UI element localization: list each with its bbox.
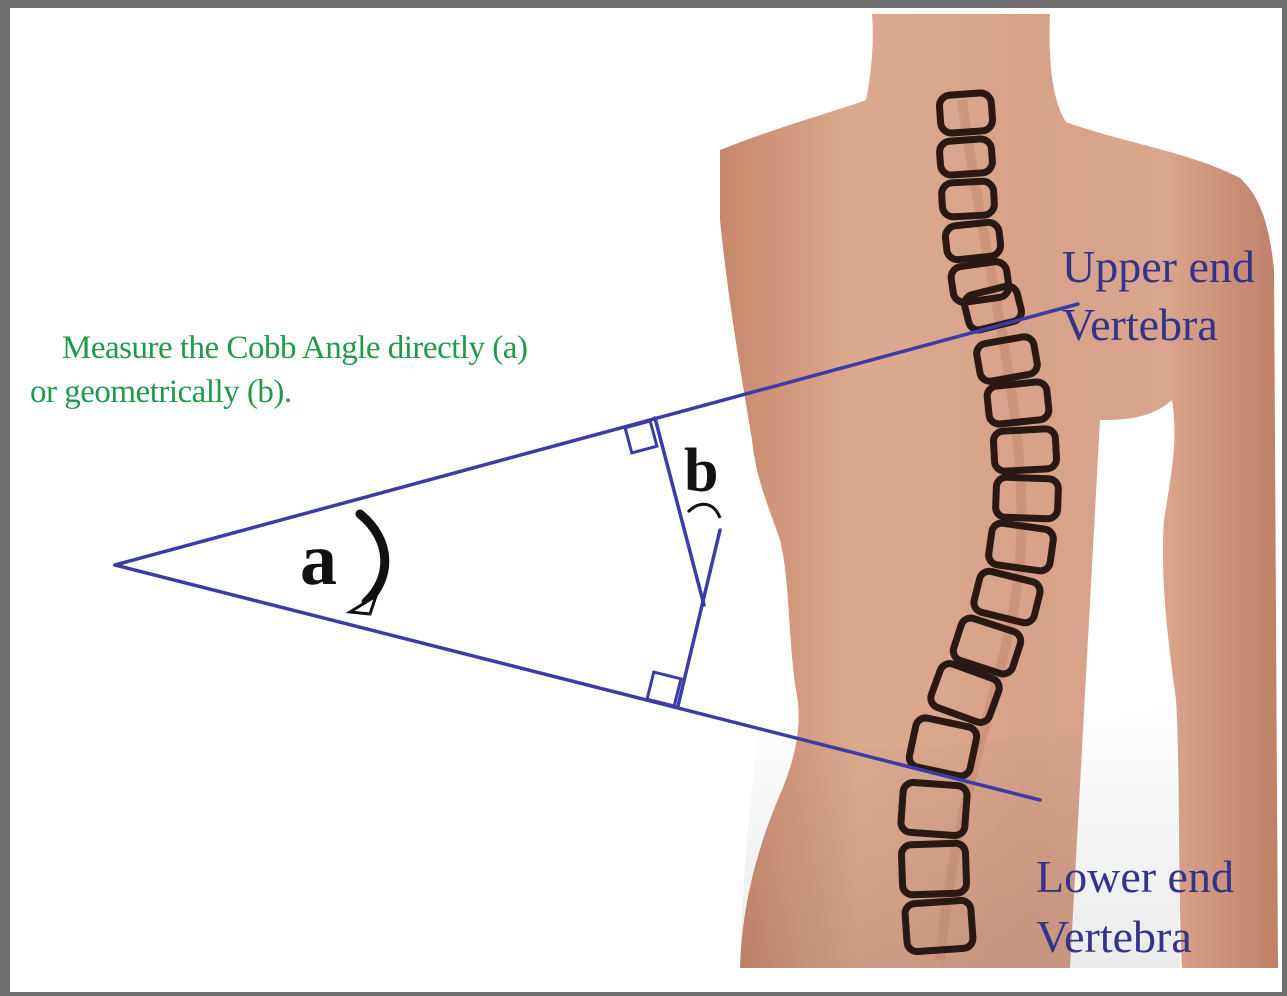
instruction-text-line1: Measure the Cobb Angle directly (a) [62, 330, 527, 367]
right-angle-marker-lower [647, 672, 681, 706]
upper-end-vertebra-label-line2: Vertebra [1062, 298, 1218, 351]
instruction-text-line2: or geometrically (b). [30, 374, 292, 411]
right-angle-marker-upper [625, 421, 657, 453]
lower-end-vertebra-label-line2: Vertebra [1036, 910, 1192, 963]
upper-end-vertebra-label-line1: Upper end [1062, 240, 1255, 293]
lower-perpendicular [678, 530, 720, 706]
angle-b-label: b [684, 436, 718, 507]
angle-a-arc [360, 514, 385, 602]
angle-a-label: a [300, 518, 337, 603]
lower-end-vertebra-label-line1: Lower end [1036, 850, 1234, 903]
